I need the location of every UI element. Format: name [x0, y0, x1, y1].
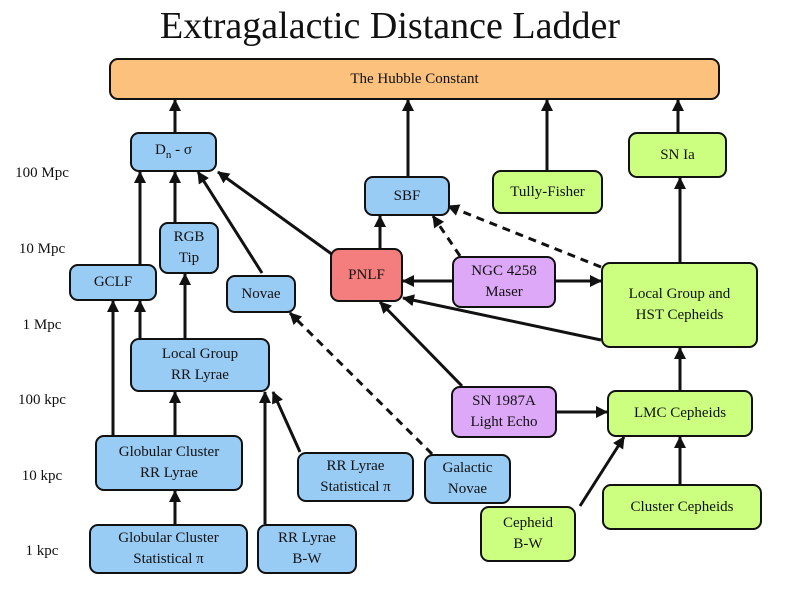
galactic-novae-node: Galactic Novae: [424, 454, 511, 504]
sn1987a-light-echo-line1: SN 1987A: [472, 393, 536, 409]
gclf-node: GCLF: [69, 264, 157, 301]
ngc4258-maser-node: NGC 4258 Maser: [452, 256, 556, 308]
scale-tick-100mpc: 100 Mpc: [15, 165, 69, 181]
scale-tick-10kpc: 10 kpc: [21, 468, 63, 484]
sbf-node: SBF: [364, 176, 450, 216]
rr-lyrae-statistical-node: RR Lyrae Statistical π: [297, 452, 414, 502]
scale-tick-10mpc: 10 Mpc: [18, 241, 66, 257]
dn-sigma-label: Dn - σ: [155, 142, 192, 162]
globular-cluster-rr-lyrae-line1: Globular Cluster: [118, 444, 220, 460]
hubble-constant-node: The Hubble Constant: [109, 58, 720, 100]
local-group-rr-lyrae-line1: Local Group: [161, 346, 239, 362]
arrow-cepheid-bw-to-lmc: [578, 436, 626, 507]
pnlf-node: PNLF: [330, 248, 403, 302]
sn-ia-node: SN Ia: [628, 132, 727, 178]
arrow-novae-to-dn-sigma: [196, 171, 264, 274]
arrow-local-group-hst-to-pnlf: [402, 294, 602, 342]
diagram-title: Extragalactic Distance Ladder: [160, 5, 620, 47]
sn-ia-label: SN Ia: [660, 146, 695, 163]
novae-label: Novae: [241, 285, 281, 302]
lmc-cepheids-label: LMC Cepheids: [633, 405, 727, 421]
globular-cluster-statistical-line2: Statistical π: [133, 551, 204, 567]
local-group-rr-lyrae-node: Local Group RR Lyrae: [130, 338, 270, 392]
dn-sigma-node: Dn - σ: [130, 132, 217, 172]
sbf-label: SBF: [393, 187, 421, 204]
scale-tick-100kpc: 100 kpc: [18, 392, 66, 408]
cepheid-bw-node: Cepheid B-W: [480, 506, 576, 562]
cepheid-bw-line2: B-W: [513, 536, 543, 552]
ngc4258-maser-line2: Maser: [485, 284, 523, 300]
globular-cluster-rr-lyrae-node: Globular Cluster RR Lyrae: [95, 435, 243, 491]
local-group-hst-cepheids-line2: HST Cepheids: [635, 307, 724, 323]
scale-tick-1kpc: 1 kpc: [25, 543, 59, 559]
arrow-ngc4258-to-sbf: [431, 215, 462, 257]
tully-fisher-node: Tully-Fisher: [492, 170, 603, 214]
scale-tick-1mpc: 1 Mpc: [22, 317, 62, 333]
rr-lyrae-bw-node: RR Lyrae B-W: [257, 524, 357, 574]
novae-node: Novae: [226, 275, 296, 313]
rr-lyrae-bw-line2: B-W: [292, 551, 322, 567]
globular-cluster-statistical-node: Globular Cluster Statistical π: [89, 524, 248, 574]
sn1987a-light-echo-line2: Light Echo: [470, 414, 538, 430]
rr-lyrae-statistical-line1: RR Lyrae: [326, 458, 385, 474]
arrow-galactic-novae-to-novae: [288, 311, 434, 456]
tully-fisher-label: Tully-Fisher: [510, 183, 585, 200]
lmc-cepheids-node: LMC Cepheids: [607, 390, 753, 437]
galactic-novae-line2: Novae: [447, 481, 488, 497]
arrow-pnlf-to-dn-sigma: [217, 170, 334, 257]
local-group-hst-cepheids-line1: Local Group and: [628, 286, 731, 302]
rgb-tip-label-line1: RGB: [173, 229, 205, 245]
arrow-rr-stat-to-local-group-rr: [271, 391, 302, 453]
hubble-constant-label: The Hubble Constant: [350, 70, 479, 87]
cluster-cepheids-label: Cluster Cepheids: [630, 498, 734, 515]
galactic-novae-line1: Galactic: [442, 460, 493, 476]
sn1987a-light-echo-node: SN 1987A Light Echo: [451, 386, 557, 438]
ngc4258-maser-line1: NGC 4258: [471, 263, 537, 279]
gclf-label: GCLF: [93, 274, 133, 290]
local-group-rr-lyrae-line2: RR Lyrae: [171, 367, 229, 383]
pnlf-label: PNLF: [348, 266, 385, 283]
rgb-tip-node: RGB Tip: [159, 222, 219, 274]
cluster-cepheids-node: Cluster Cepheids: [602, 484, 762, 530]
rr-lyrae-statistical-line2: Statistical π: [320, 479, 391, 495]
rgb-tip-label-line2: Tip: [178, 250, 200, 266]
rr-lyrae-bw-line1: RR Lyrae: [278, 530, 336, 546]
globular-cluster-rr-lyrae-line2: RR Lyrae: [140, 465, 198, 481]
arrow-sn1987a-to-pnlf: [378, 300, 464, 388]
globular-cluster-statistical-line1: Globular Cluster: [118, 530, 219, 546]
local-group-hst-cepheids-node: Local Group and HST Cepheids: [601, 262, 758, 348]
cepheid-bw-line1: Cepheid: [503, 515, 553, 531]
